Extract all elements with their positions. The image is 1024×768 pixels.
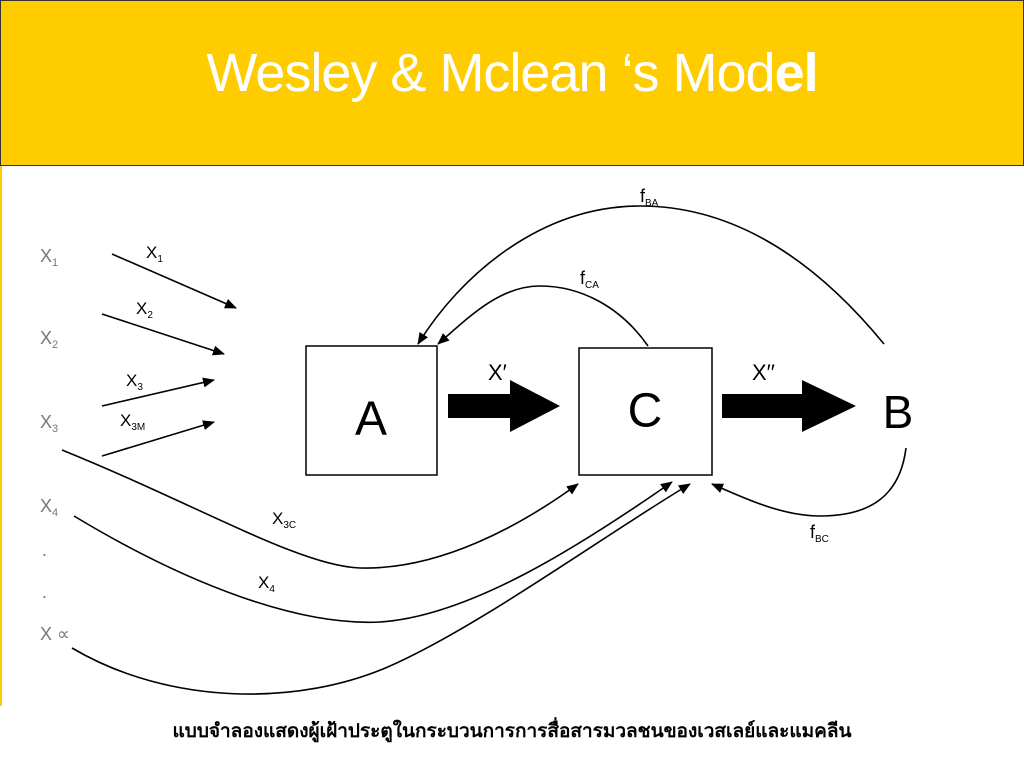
source-x3: X3 (40, 412, 58, 435)
source-x4: X4 (40, 496, 58, 519)
source-x1: X1 (40, 246, 58, 269)
curve-xinf-to-c (71, 483, 691, 695)
input-arrow-x1 (111, 253, 237, 309)
source-x-infinity: X ∝ (40, 624, 70, 644)
label-x1: X1 (146, 243, 163, 265)
label-x-double-prime: X′′ (752, 360, 775, 385)
title-banner (0, 0, 1024, 166)
arrow-c-to-b (722, 380, 856, 432)
label-x2: X2 (136, 299, 153, 321)
curve-x4-to-c (73, 481, 673, 624)
input-arrow-x3 (101, 377, 215, 407)
label-x-prime: X′ (488, 360, 507, 385)
box-c (578, 347, 713, 476)
label-x4: X4 (258, 573, 275, 595)
arrow-a-to-c (448, 380, 560, 432)
gatekeeper-diagram: X1 X2 X3 X4 . . X ∝ X1 X2 X3 X3M X3C X4 … (40, 186, 914, 695)
label-x3c: X3C (272, 509, 296, 531)
label-x3m: X3M (120, 411, 145, 433)
feedback-b-to-c (711, 447, 907, 517)
slide-title-bold: el (774, 43, 819, 103)
label-fca: fCA (580, 268, 599, 291)
curve-x3c-to-c (61, 449, 579, 569)
label-x3: X3 (126, 371, 143, 393)
receiver-b: B (883, 386, 914, 438)
source-x2: X2 (40, 328, 58, 351)
label-fba: fBA (640, 186, 659, 209)
box-a (305, 345, 438, 476)
label-fbc: fBC (810, 522, 829, 545)
box-a-label: A (355, 393, 387, 446)
feedback-c-to-a (437, 285, 649, 347)
input-arrow-x2 (101, 313, 225, 356)
source-dot-1: . (42, 540, 47, 560)
box-c-label: C (628, 385, 663, 438)
left-accent-strip (0, 166, 2, 706)
slide-title: Wesley & Mclean ‘s Model (0, 46, 1024, 100)
input-arrow-x3m (101, 420, 215, 457)
slide-title-main: Wesley & Mclean ‘s Mod (206, 43, 775, 103)
source-dot-2: . (42, 582, 47, 602)
diagram-caption: แบบจำลองแสดงผู้เฝ้าประตูในกระบวนการการสื… (172, 720, 852, 742)
feedback-b-to-a (417, 205, 885, 345)
